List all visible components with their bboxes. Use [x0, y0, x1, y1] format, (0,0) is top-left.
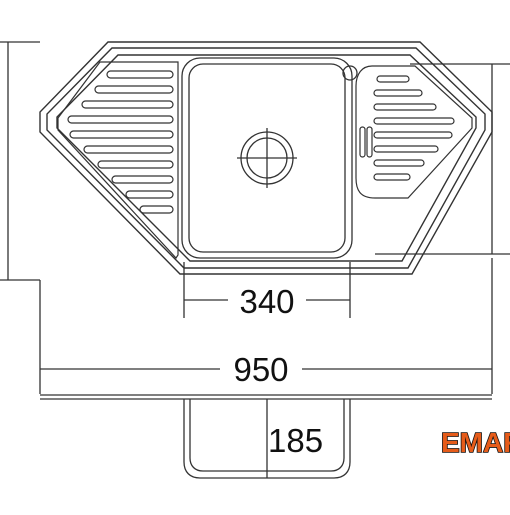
- total-width-dimension: [39, 258, 493, 394]
- sink-outline: [39, 41, 493, 275]
- right-drainboard-grooves: [373, 75, 455, 181]
- main-bowl: [181, 57, 358, 259]
- brand-logo-text: EMAR: [441, 427, 510, 458]
- overflow-slots-icon: [359, 126, 373, 158]
- bowl-width-label: 340: [239, 283, 294, 320]
- tap-hole-icon: [342, 65, 358, 81]
- bowl-depth-label: 185: [268, 422, 323, 459]
- right-height-dimension: [375, 63, 510, 255]
- bowl-width-dimension: [183, 262, 351, 318]
- right-drainboard: [355, 65, 473, 199]
- left-height-dimension: [0, 41, 40, 281]
- total-width-label: 950: [233, 351, 288, 388]
- side-profile-view: [40, 394, 492, 479]
- drain-hole-icon: [237, 128, 297, 188]
- left-drainboard-grooves: [67, 70, 174, 214]
- brand-logo: EMAR: [440, 425, 510, 459]
- left-drainboard: [57, 61, 179, 259]
